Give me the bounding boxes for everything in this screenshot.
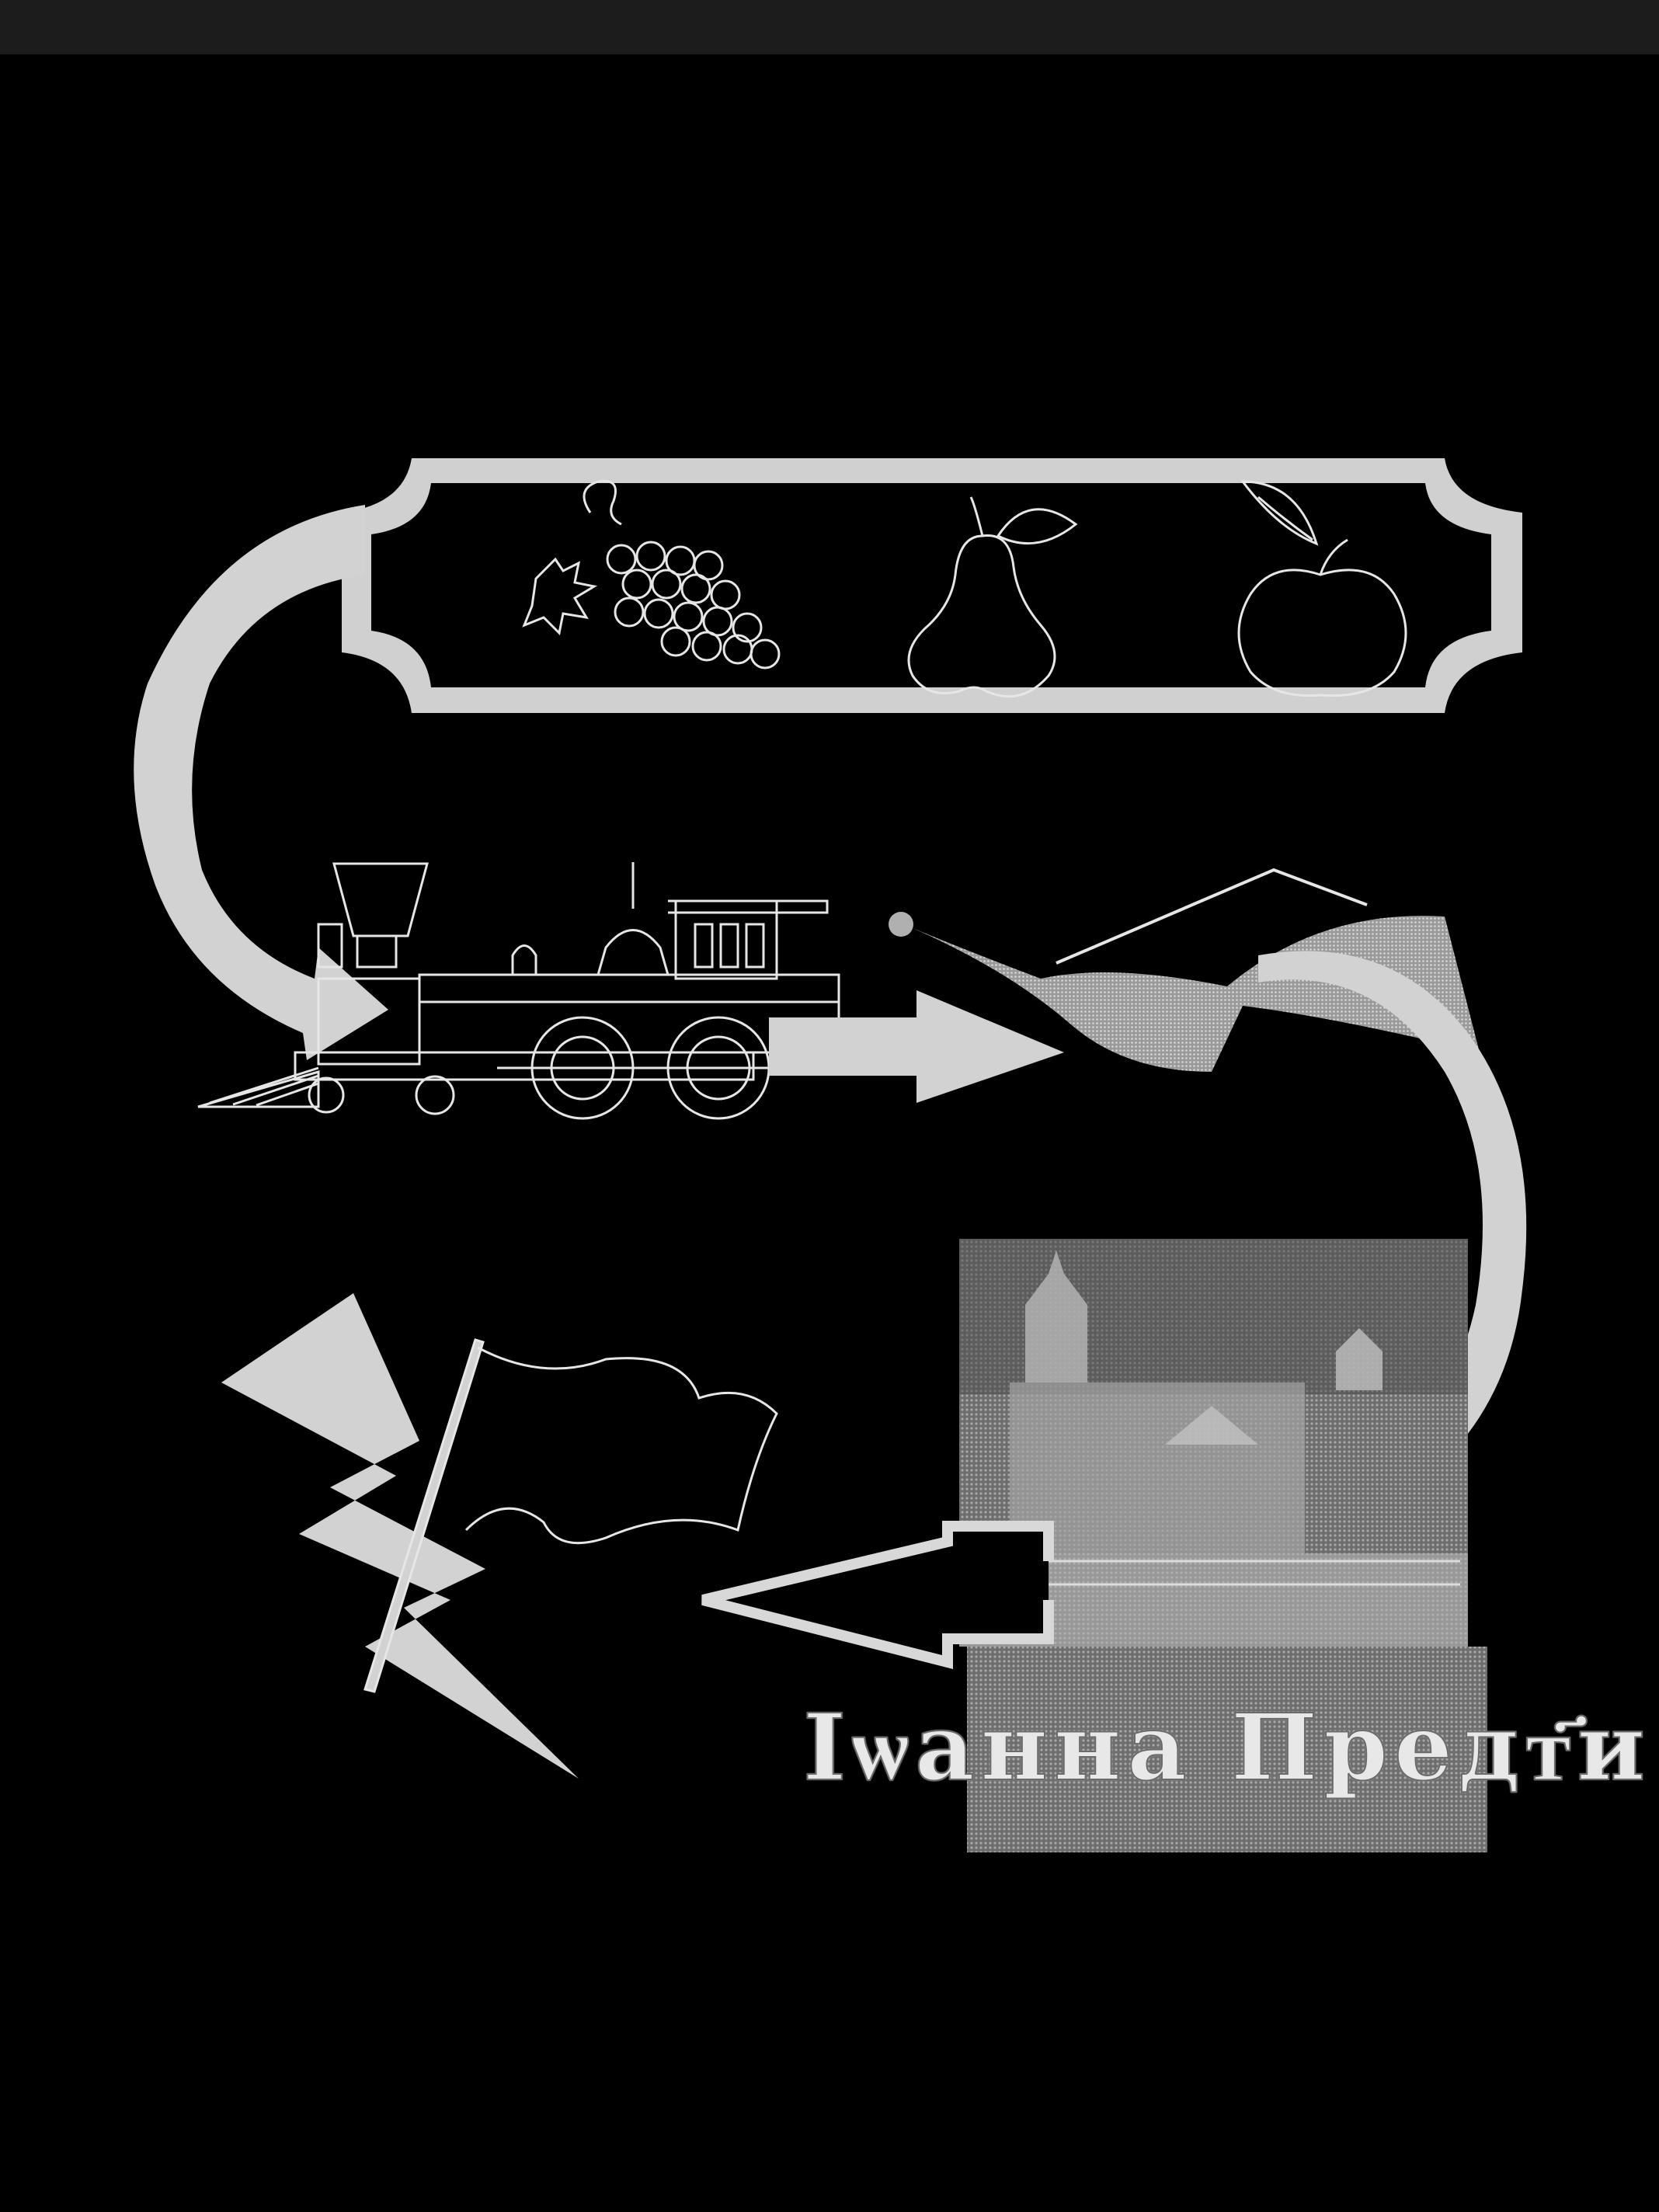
- fruit-plaque: [342, 458, 1522, 713]
- red-flag-icon: [363, 1338, 778, 1693]
- curved-arrow-plaque-to-train: [134, 505, 388, 1060]
- top-scan-strip: [0, 0, 1659, 54]
- grapes-icon: [522, 479, 781, 670]
- steam-locomotive-icon: [197, 862, 840, 1120]
- caption-plate: [967, 1647, 1487, 1852]
- church-photo: [959, 1239, 1468, 1647]
- plaque-inner-panel: [371, 483, 1491, 687]
- straight-arrow-train-to-horn: [769, 990, 1064, 1103]
- outline-arrow-church-to-flag: [701, 1521, 1054, 1669]
- pear-icon: [907, 496, 1078, 698]
- lightning-icon: [221, 1293, 579, 1779]
- apple-icon: [1237, 480, 1407, 697]
